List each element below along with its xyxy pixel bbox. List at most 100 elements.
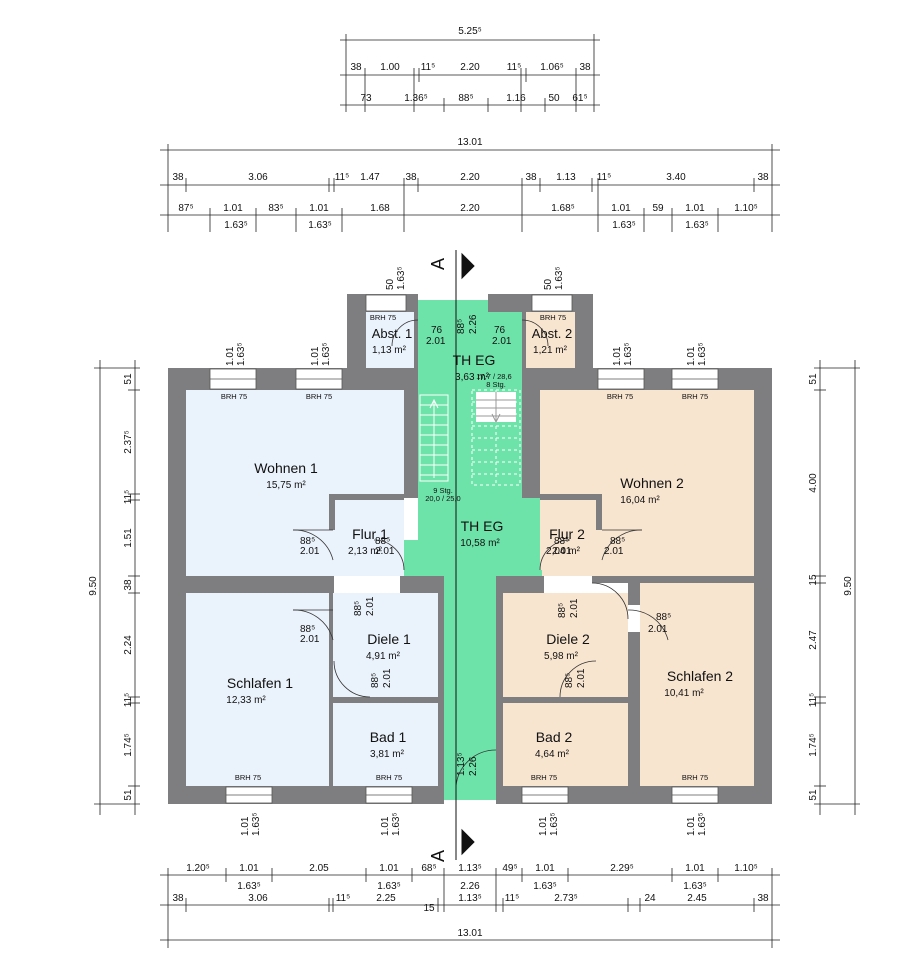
dim-top-r4-5: 2.20 (460, 203, 480, 214)
winsize-abst2-h: 1.63⁵ (554, 266, 565, 290)
door-schlafen1-h: 2.01 (300, 634, 320, 645)
room-schlafen1-area: 12,33 m² (226, 695, 266, 706)
door-abst2-h: 2.01 (492, 336, 512, 347)
dim-bot-r2-0: 1.63⁵ (237, 881, 261, 892)
dim-top-r3-4: 38 (405, 172, 417, 183)
dims-top: 5.25⁵ 38 1.00 11⁵ 2.20 11⁵ 1.06⁵ 38 73 1… (172, 26, 769, 231)
dim-top-r5-3: 1.63⁵ (685, 220, 709, 231)
wall-wohnen1-bottom (186, 576, 334, 593)
dim-top-r1-1: 1.00 (380, 62, 400, 73)
dim-right-total: 9.50 (843, 576, 854, 596)
dim-bot-r1-5: 1.13⁵ (458, 863, 482, 874)
dim-right-0: 51 (808, 373, 819, 385)
room-diele1-area: 4,91 m² (366, 651, 401, 662)
wall-hall-right (496, 576, 503, 786)
dim-bot-r3-3: 2.25 (376, 893, 396, 904)
dim-top-r2-3: 1.16 (506, 93, 526, 104)
dim-top-r4-2: 83⁵ (268, 203, 283, 214)
room-bad2-area: 4,64 m² (535, 749, 570, 760)
dim-top-r3-7: 1.13 (556, 172, 576, 183)
dim-bot-r3-9: 2.45 (687, 893, 707, 904)
brh-schlafen1: BRH 75 (235, 773, 261, 782)
winsize-wohnen2-a-h: 1.63⁵ (623, 342, 634, 366)
dim-top-r5-1: 1.63⁵ (308, 220, 332, 231)
winsize-wohnen2-b: 1.01 (686, 346, 697, 366)
dim-top-r4-7: 1.01 (611, 203, 631, 214)
room-abst2-name: Abst. 2 (532, 326, 572, 341)
fill-schlafen-1 (186, 593, 329, 786)
room-fills (186, 300, 754, 800)
window-size-labels: 1.01 1.63⁵ 1.01 1.63⁵ 1.01 1.63⁵ 1.01 1.… (225, 266, 708, 836)
dim-bot-r3-7: 2.73⁵ (554, 893, 578, 904)
room-th-eg-top-name: TH EG (453, 352, 496, 368)
brh-bad2: BRH 75 (531, 773, 557, 782)
winsize-schlafen2: 1.01 (686, 816, 697, 836)
dim-right-6: 51 (808, 789, 819, 801)
room-flur2-name: Flur 2 (549, 526, 585, 542)
dim-bot-r3-2: 11⁵ (336, 893, 351, 904)
door-flur2-w: 88⁵ (554, 536, 569, 547)
door-bad1-h: 2.01 (382, 668, 393, 688)
wall-abst2-right (575, 294, 593, 374)
dim-top-r4-10: 1.10⁵ (734, 203, 758, 214)
dim-bot-total: 13.01 (457, 928, 482, 939)
wall-diele2-bad2 (503, 697, 628, 703)
dim-top-r4-4: 1.68 (370, 203, 390, 214)
dim-top-r2-5: 61⁵ (572, 93, 587, 104)
dim-bot-r2-2: 2.26 (460, 881, 480, 892)
section-label-top: A (428, 258, 448, 270)
door-wohnen1-h: 2.01 (300, 546, 320, 557)
door-labels: 88⁵ 2.01 88⁵ 2.01 88⁵ 2.01 88⁵ 2.01 88⁵ … (300, 314, 671, 776)
dim-right-4: 11⁵ (808, 693, 819, 708)
wall-diele1-top (400, 576, 444, 593)
door-diele2-h: 2.01 (569, 598, 580, 618)
wall-flur2-right (596, 494, 602, 530)
winsize-wohnen1-a-h: 1.63⁵ (236, 342, 247, 366)
room-abst1-area: 1,13 m² (372, 345, 407, 356)
room-bad1-name: Bad 1 (370, 729, 407, 745)
wall-flur1-top (333, 494, 404, 500)
brh-labels: BRH 75 BRH 75 BRH 75 BRH 75 BRH 75 BRH 7… (221, 313, 708, 782)
dims-right: 51 4.00 15 2.47 11⁵ 1.74⁵ 51 9.50 (808, 373, 854, 801)
dim-bot-r1-6: 49⁵ (502, 863, 517, 874)
room-diele2-name: Diele 2 (546, 631, 590, 647)
dim-bot-r3-1: 3.06 (248, 893, 268, 904)
fill-hall-right-arm (522, 540, 542, 576)
wall-abst1-left (347, 294, 366, 374)
dim-top-r3-2: 11⁵ (335, 172, 350, 183)
dim-bot-r1-0: 1.20⁵ (186, 863, 210, 874)
door-swings (292, 319, 669, 787)
room-flur2-area: 2,04 m² (546, 546, 581, 557)
winsize-abst2: 50 (543, 278, 554, 290)
dim-right-5: 1.74⁵ (808, 733, 819, 757)
dim-left-6: 11⁵ (123, 693, 134, 708)
dim-top-r2-0: 73 (360, 93, 372, 104)
dim-top-r1-2: 11⁵ (421, 62, 436, 73)
wall-flur2-top (540, 494, 600, 500)
wall-right (754, 368, 772, 804)
wall-abst1-sep (414, 312, 418, 368)
dimension-ticks (94, 34, 860, 948)
winsize-bad2-h: 1.63⁵ (549, 812, 560, 836)
section-arrow-bottom (461, 828, 475, 856)
room-th-eg-top-area: 3,63 m² (455, 372, 490, 383)
wall-schlafen1-right (329, 593, 333, 786)
room-wohnen2-area: 16,04 m² (620, 495, 660, 506)
stairs (419, 389, 521, 486)
dims-left: 9.50 51 2.37⁵ 11⁵ 1.51 38 2.24 11⁵ 1.74⁵… (88, 373, 134, 801)
winsize-bad1: 1.01 (380, 816, 391, 836)
fill-bad-2 (503, 703, 628, 786)
brh-wohnen2-b: BRH 75 (682, 392, 708, 401)
wall-top-right (522, 368, 772, 390)
brh-wohnen1-a: BRH 75 (221, 392, 247, 401)
dim-top-r1-5: 1.06⁵ (540, 62, 564, 73)
fill-diele-2 (503, 593, 628, 697)
dim-left-2: 11⁵ (123, 490, 134, 505)
brh-abst2: BRH 75 (540, 313, 566, 322)
brh-wohnen2-a: BRH 75 (607, 392, 633, 401)
dim-bot-r3-5: 1.13⁵ (458, 893, 482, 904)
dimension-lines (99, 39, 856, 941)
wall-flur1-left (329, 494, 335, 530)
stair-annotations: 17,7 / 28,6 8 Stg. 9 Stg. 20,0 / 25,0 (425, 372, 511, 503)
room-bad2-name: Bad 2 (536, 729, 573, 745)
